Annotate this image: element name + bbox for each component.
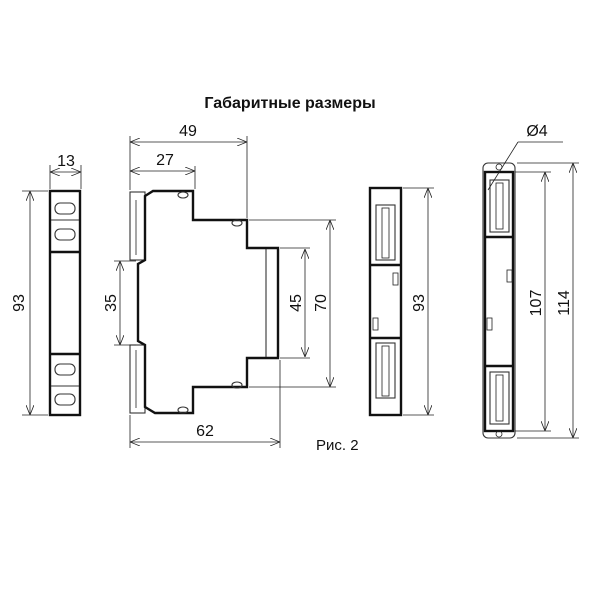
screw-icon <box>177 191 189 199</box>
front-view: 13 93 <box>11 153 82 417</box>
drawing-title: Габаритные размеры <box>204 95 375 112</box>
screw-icon <box>231 381 243 389</box>
dim-back-height: 93 <box>411 294 428 312</box>
terminal-window-icon <box>54 202 76 215</box>
mount-hole-icon <box>495 430 503 438</box>
dim-middle-height: 70 <box>313 294 330 312</box>
mount-view: Ø4 107 114 <box>482 123 579 439</box>
terminal-window-icon <box>54 393 76 406</box>
back-view: 93 <box>368 186 434 417</box>
dim-front-panel: 45 <box>288 294 305 312</box>
dim-mount-hole-dia: Ø4 <box>526 123 547 140</box>
dim-side-width-total: 62 <box>196 423 214 440</box>
dim-mount-hole-spacing: 107 <box>528 290 545 317</box>
terminal-window-icon <box>54 228 76 241</box>
dim-front-width: 13 <box>57 153 75 170</box>
dim-din-rail: 35 <box>103 294 120 312</box>
screw-icon <box>177 406 189 414</box>
dim-side-depth-total: 49 <box>179 123 197 140</box>
figure-caption: Рис. 2 <box>316 437 359 454</box>
terminal-window-icon <box>54 363 76 376</box>
side-view: 49 27 62 35 45 70 <box>103 123 336 448</box>
dim-front-height: 93 <box>11 294 28 312</box>
dim-mount-total-height: 114 <box>556 290 573 316</box>
dim-side-depth-clip: 27 <box>156 152 174 169</box>
screw-icon <box>231 219 243 227</box>
